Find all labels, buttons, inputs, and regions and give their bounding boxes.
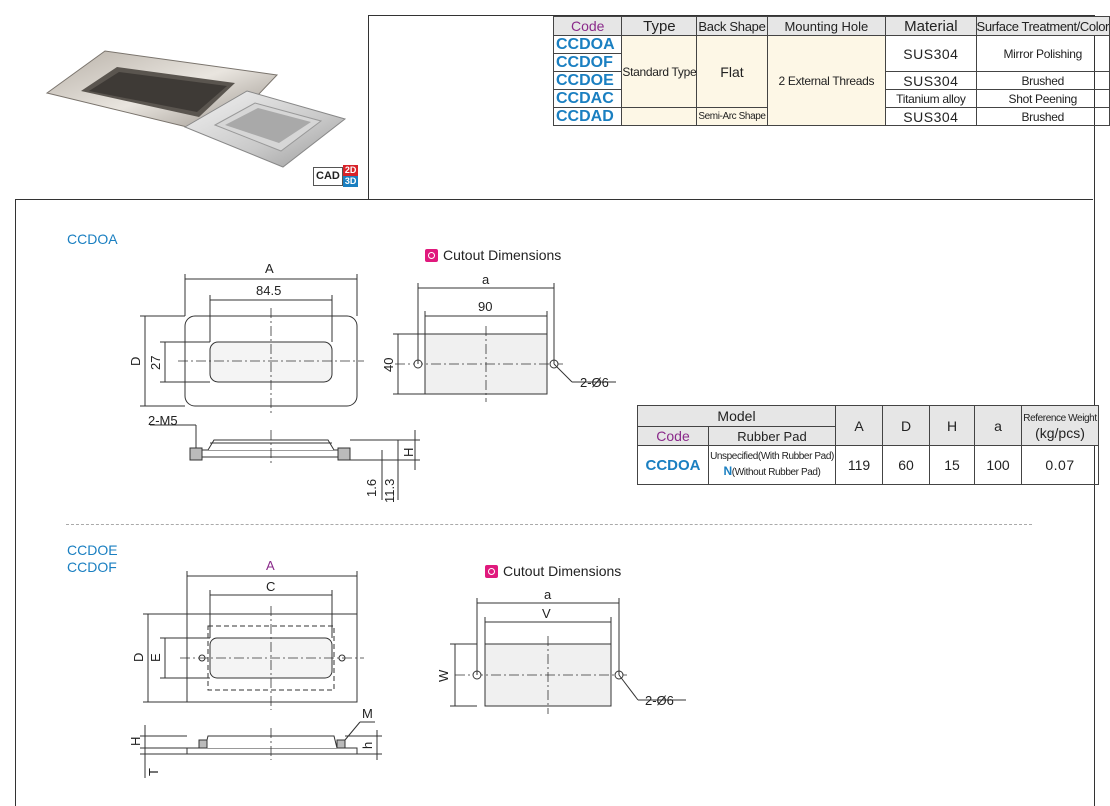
- code-ccdad: CCDAD: [552, 107, 623, 126]
- val-A: 119: [835, 445, 883, 485]
- dim-T: T: [146, 768, 161, 776]
- surface-1: Mirror Polishing: [975, 35, 1110, 72]
- cutout-title-1: Cutout Dimensions: [425, 247, 561, 263]
- circle-icon: [485, 564, 498, 578]
- header-code: Code: [552, 16, 623, 36]
- dim-40: 40: [381, 358, 396, 372]
- section2-titles: CCDOE CCDOF: [67, 542, 118, 576]
- section1-title: CCDOA: [67, 231, 118, 247]
- dim-H: H: [401, 448, 416, 457]
- back-shape-arc: Semi-Arc Shape: [696, 107, 768, 126]
- section2-title-1: CCDOE: [67, 542, 118, 558]
- col-H: H: [929, 405, 975, 446]
- dim-V: V: [542, 606, 551, 621]
- code-ccdof: CCDOF: [552, 53, 623, 72]
- val-a: 100: [974, 445, 1022, 485]
- mounting-hole-cell: 2 External Threads: [766, 35, 887, 126]
- cad-label: CAD: [313, 166, 343, 186]
- dim-A: A: [265, 261, 274, 276]
- dim-holes-1: 2-Ø6: [580, 375, 609, 390]
- product-illustration: [45, 50, 347, 168]
- cad-3d: 3D: [342, 176, 359, 187]
- dim-holes-2: 2-Ø6: [645, 693, 674, 708]
- dim-H2: H: [128, 737, 143, 746]
- circle-icon: [425, 248, 438, 262]
- dim-M: M: [362, 706, 373, 721]
- col-weight: Reference Weight (kg/pcs): [1021, 405, 1099, 446]
- dim-D: D: [128, 357, 143, 366]
- back-shape-flat: Flat: [696, 35, 768, 108]
- dim-a2: a: [544, 587, 552, 602]
- dim-W: W: [436, 669, 451, 682]
- surface-4: Brushed: [975, 107, 1110, 126]
- dim-84-5: 84.5: [256, 283, 281, 298]
- cad-badge[interactable]: CAD 2D 3D: [313, 165, 359, 187]
- code-ccdoa: CCDOA: [552, 35, 623, 54]
- col-A: A: [835, 405, 883, 446]
- dim-D2: D: [131, 653, 146, 662]
- dim-90: 90: [478, 299, 492, 314]
- dim-27: 27: [148, 356, 163, 370]
- header-material: Material: [885, 16, 977, 36]
- val-D: 60: [882, 445, 930, 485]
- section2-title-2: CCDOF: [67, 559, 117, 575]
- model-header: Model: [637, 405, 836, 427]
- header-mounting-hole: Mounting Hole: [766, 16, 887, 36]
- header-back-shape: Back Shape: [696, 16, 768, 36]
- dim-11-3: 11.3: [382, 479, 397, 503]
- val-H: 15: [929, 445, 975, 485]
- model-table: Model A D H a Reference Weight (kg/pcs) …: [637, 405, 1099, 485]
- dim-E: E: [148, 653, 163, 662]
- code-ccdoe: CCDOE: [552, 71, 623, 90]
- dim-a: a: [482, 272, 490, 287]
- type-cell: Standard Type: [621, 35, 698, 108]
- header-type: Type: [621, 16, 698, 36]
- material-1: SUS304: [885, 35, 977, 72]
- rubber-pad-cell: Unspecified(With Rubber Pad) N(Without R…: [708, 445, 836, 485]
- surface-2: Brushed: [975, 71, 1110, 90]
- product-photo: CAD 2D 3D: [15, 15, 369, 200]
- material-4: SUS304: [885, 107, 977, 126]
- dashed-divider: [66, 524, 1032, 525]
- dim-1-6: 1.6: [364, 479, 379, 497]
- code-ccdac: CCDAC: [552, 89, 623, 108]
- col-D: D: [882, 405, 930, 446]
- dim-C: C: [266, 579, 275, 594]
- dim-h: h: [360, 742, 375, 749]
- spec-table: Code Type Back Shape Mounting Hole Mater…: [552, 16, 1110, 126]
- cutout-title-2: Cutout Dimensions: [485, 563, 621, 579]
- dim-2-M5: 2-M5: [148, 413, 178, 428]
- model-code: CCDOA: [637, 445, 709, 485]
- header-surface: Surface Treatment/Color: [975, 16, 1110, 36]
- val-weight: 0.07: [1021, 445, 1099, 485]
- rubber-pad-header: Rubber Pad: [708, 426, 836, 446]
- dim-A2: A: [266, 558, 275, 573]
- section-divider: [15, 199, 1093, 200]
- code-header: Code: [637, 426, 709, 446]
- cad-2d: 2D: [342, 165, 359, 176]
- col-a: a: [974, 405, 1022, 446]
